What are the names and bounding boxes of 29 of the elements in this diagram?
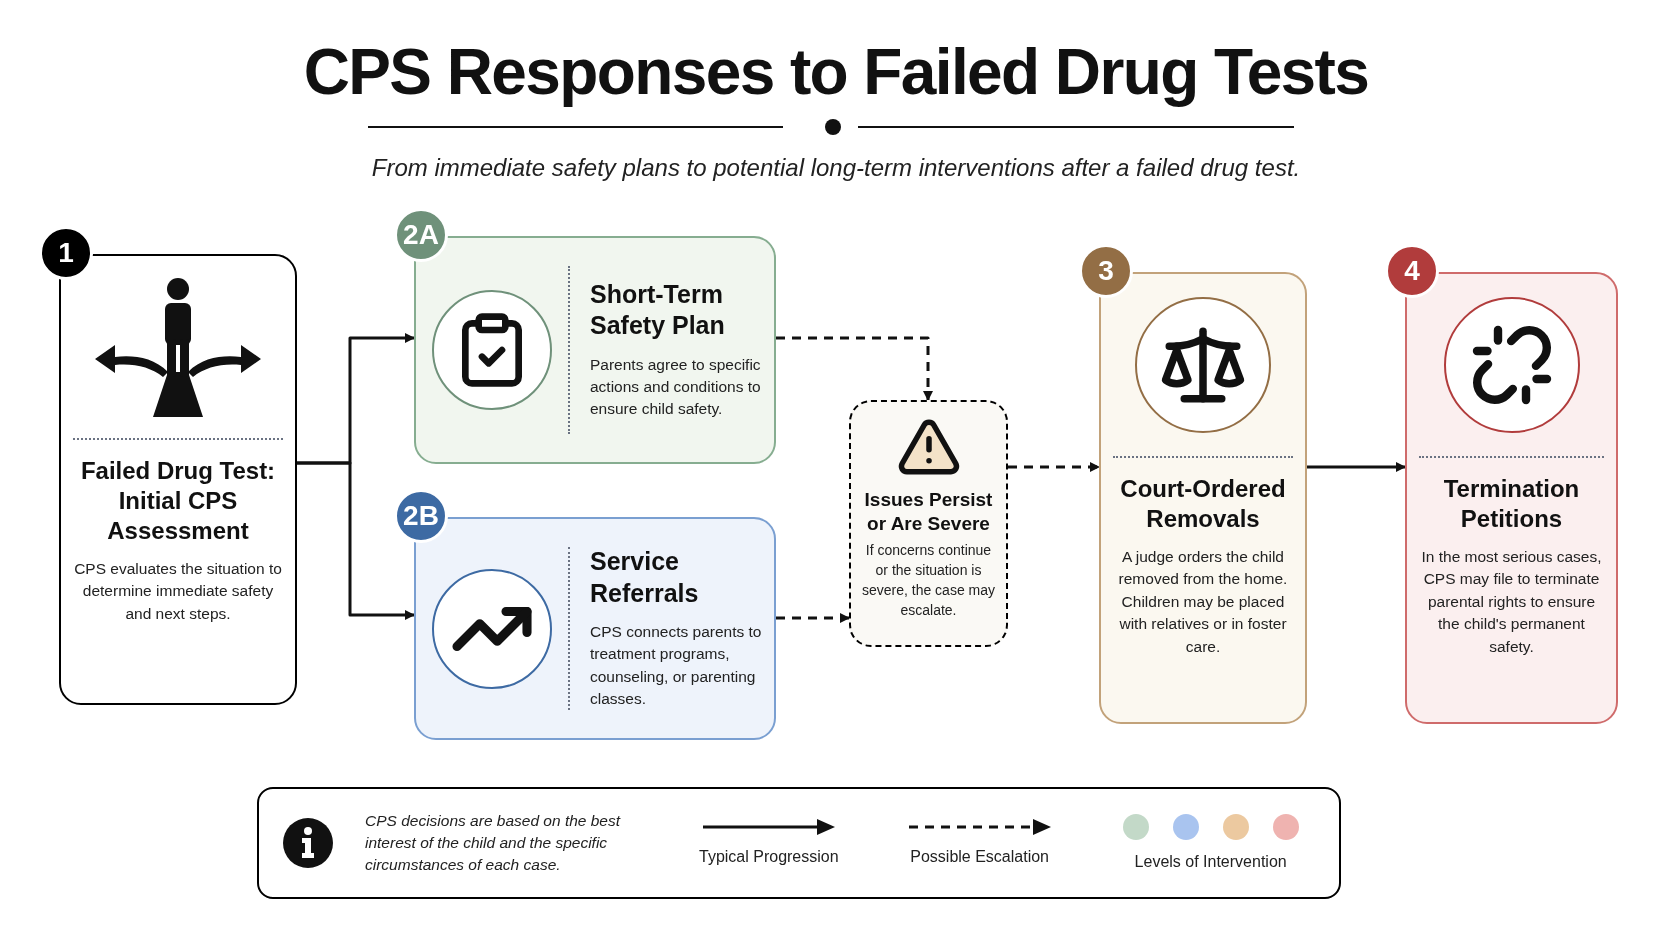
card-description: CPS connects parents to treatment programs, counseling, or parenting classes.	[590, 621, 763, 710]
card-heading: Failed Drug Test: Initial CPS Assessment	[79, 456, 277, 546]
card-heading: Short-Term Safety Plan	[590, 279, 726, 342]
card-heading: Issues Persist or Are Severe	[863, 488, 994, 536]
card-heading: Court-Ordered Removals	[1119, 474, 1287, 534]
note-text: CPS decisions are based on the best interest of the child and the specific circumstances of each case.	[365, 811, 622, 875]
legend-label: Typical Progression	[699, 847, 839, 867]
subtitle: From immediate safety plans to potential long-term interventions after a failed drug test.	[371, 153, 1301, 183]
card-description: A judge orders the child removed from the home. Children may be placed with relatives or in foster care.	[1117, 547, 1289, 657]
dashed-arrow	[776, 336, 933, 401]
escalation-box	[849, 400, 1008, 647]
arrow	[1307, 462, 1406, 472]
title: CPS Responses to Failed Drug Tests	[303, 35, 1369, 110]
dashed-arrow	[776, 613, 850, 623]
arrow	[297, 461, 415, 620]
step-badge: 2A	[394, 208, 448, 262]
card-heading: Service Referrals	[590, 546, 700, 609]
card-description: In the most serious cases, CPS may file to terminate parental rights to ensure the child's permanent safety.	[1420, 547, 1603, 657]
step-badge: 2B	[394, 489, 448, 543]
legend-label: Levels of Intervention	[1134, 852, 1287, 872]
dashed-arrow	[1008, 462, 1100, 472]
step-badge: 3	[1079, 244, 1133, 298]
card-description: CPS evaluates the situation to determine immediate safety and next steps.	[73, 559, 283, 624]
legend-label: Possible Escalation	[910, 847, 1049, 867]
step-badge: 1	[39, 226, 93, 280]
step-badge: 4	[1385, 244, 1439, 298]
card-description: If concerns continue or the situation is severe, the case may escalate.	[860, 540, 997, 621]
card-description: Parents agree to specific actions and conditions to ensure child safety.	[590, 354, 762, 420]
card-heading: Termination Petitions	[1442, 474, 1581, 534]
